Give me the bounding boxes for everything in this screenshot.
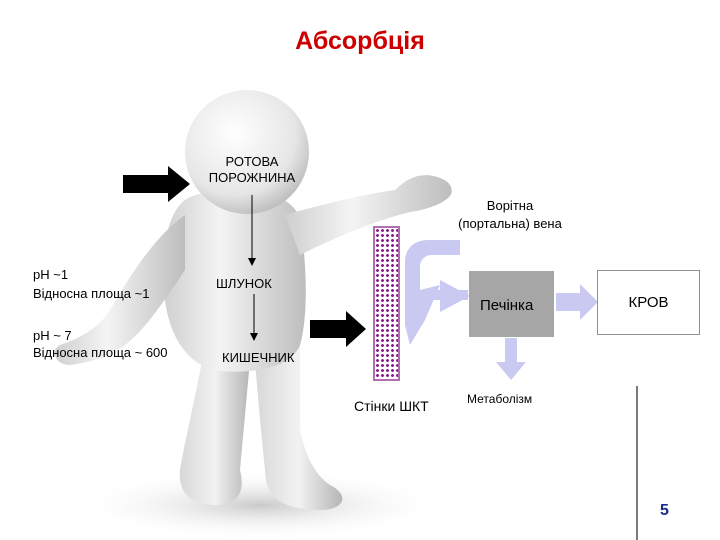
left-arm	[54, 215, 185, 365]
liver-box	[469, 271, 554, 337]
area-label-intestine: Відносна площа ~ 600	[33, 345, 168, 360]
head	[185, 90, 309, 214]
area-label-stomach: Відносна площа ~1	[33, 286, 150, 301]
floor-shadow	[70, 470, 450, 540]
ph-label-stomach: pH ~1	[33, 267, 69, 282]
portal-vein-to-liver-arrowhead	[440, 280, 470, 312]
portal-vein-label-line1: Ворітна	[486, 198, 534, 213]
gi-wall-membrane	[373, 226, 400, 381]
liver-to-metabolism-arrow-icon	[496, 338, 526, 380]
mouth-label-line1: РОТОВА	[225, 154, 279, 169]
right-arm	[285, 175, 452, 255]
ph-label-intestine: pH ~ 7	[33, 328, 72, 343]
blood-label: КРОВ	[628, 294, 669, 311]
liver-label: Печінка	[480, 297, 534, 314]
page-number: 5	[660, 502, 669, 519]
stomach-label: ШЛУНОК	[216, 276, 272, 291]
mouth-to-stomach-arrowhead	[248, 258, 256, 266]
torso	[163, 190, 306, 372]
right-leg	[255, 345, 343, 510]
intestine-label: КИШЕЧНИК	[222, 350, 295, 365]
portal-vein-label-line2: (портальна) вена	[458, 216, 562, 231]
left-leg	[179, 345, 250, 505]
metabolism-label: Метаболізм	[467, 392, 533, 406]
stomach-to-intestine-arrowhead	[250, 333, 258, 341]
liver-to-blood-arrow-icon	[556, 284, 598, 320]
footer-divider	[636, 386, 638, 540]
gi-wall-label: Стінки ШКТ	[354, 398, 429, 414]
mouth-label-line2: ПОРОЖНИНА	[208, 170, 296, 185]
blood-box	[597, 270, 700, 335]
entry-arrow-icon	[123, 166, 190, 202]
absorption-arrow-icon	[310, 311, 366, 347]
page-title: Абсорбція	[295, 27, 425, 55]
